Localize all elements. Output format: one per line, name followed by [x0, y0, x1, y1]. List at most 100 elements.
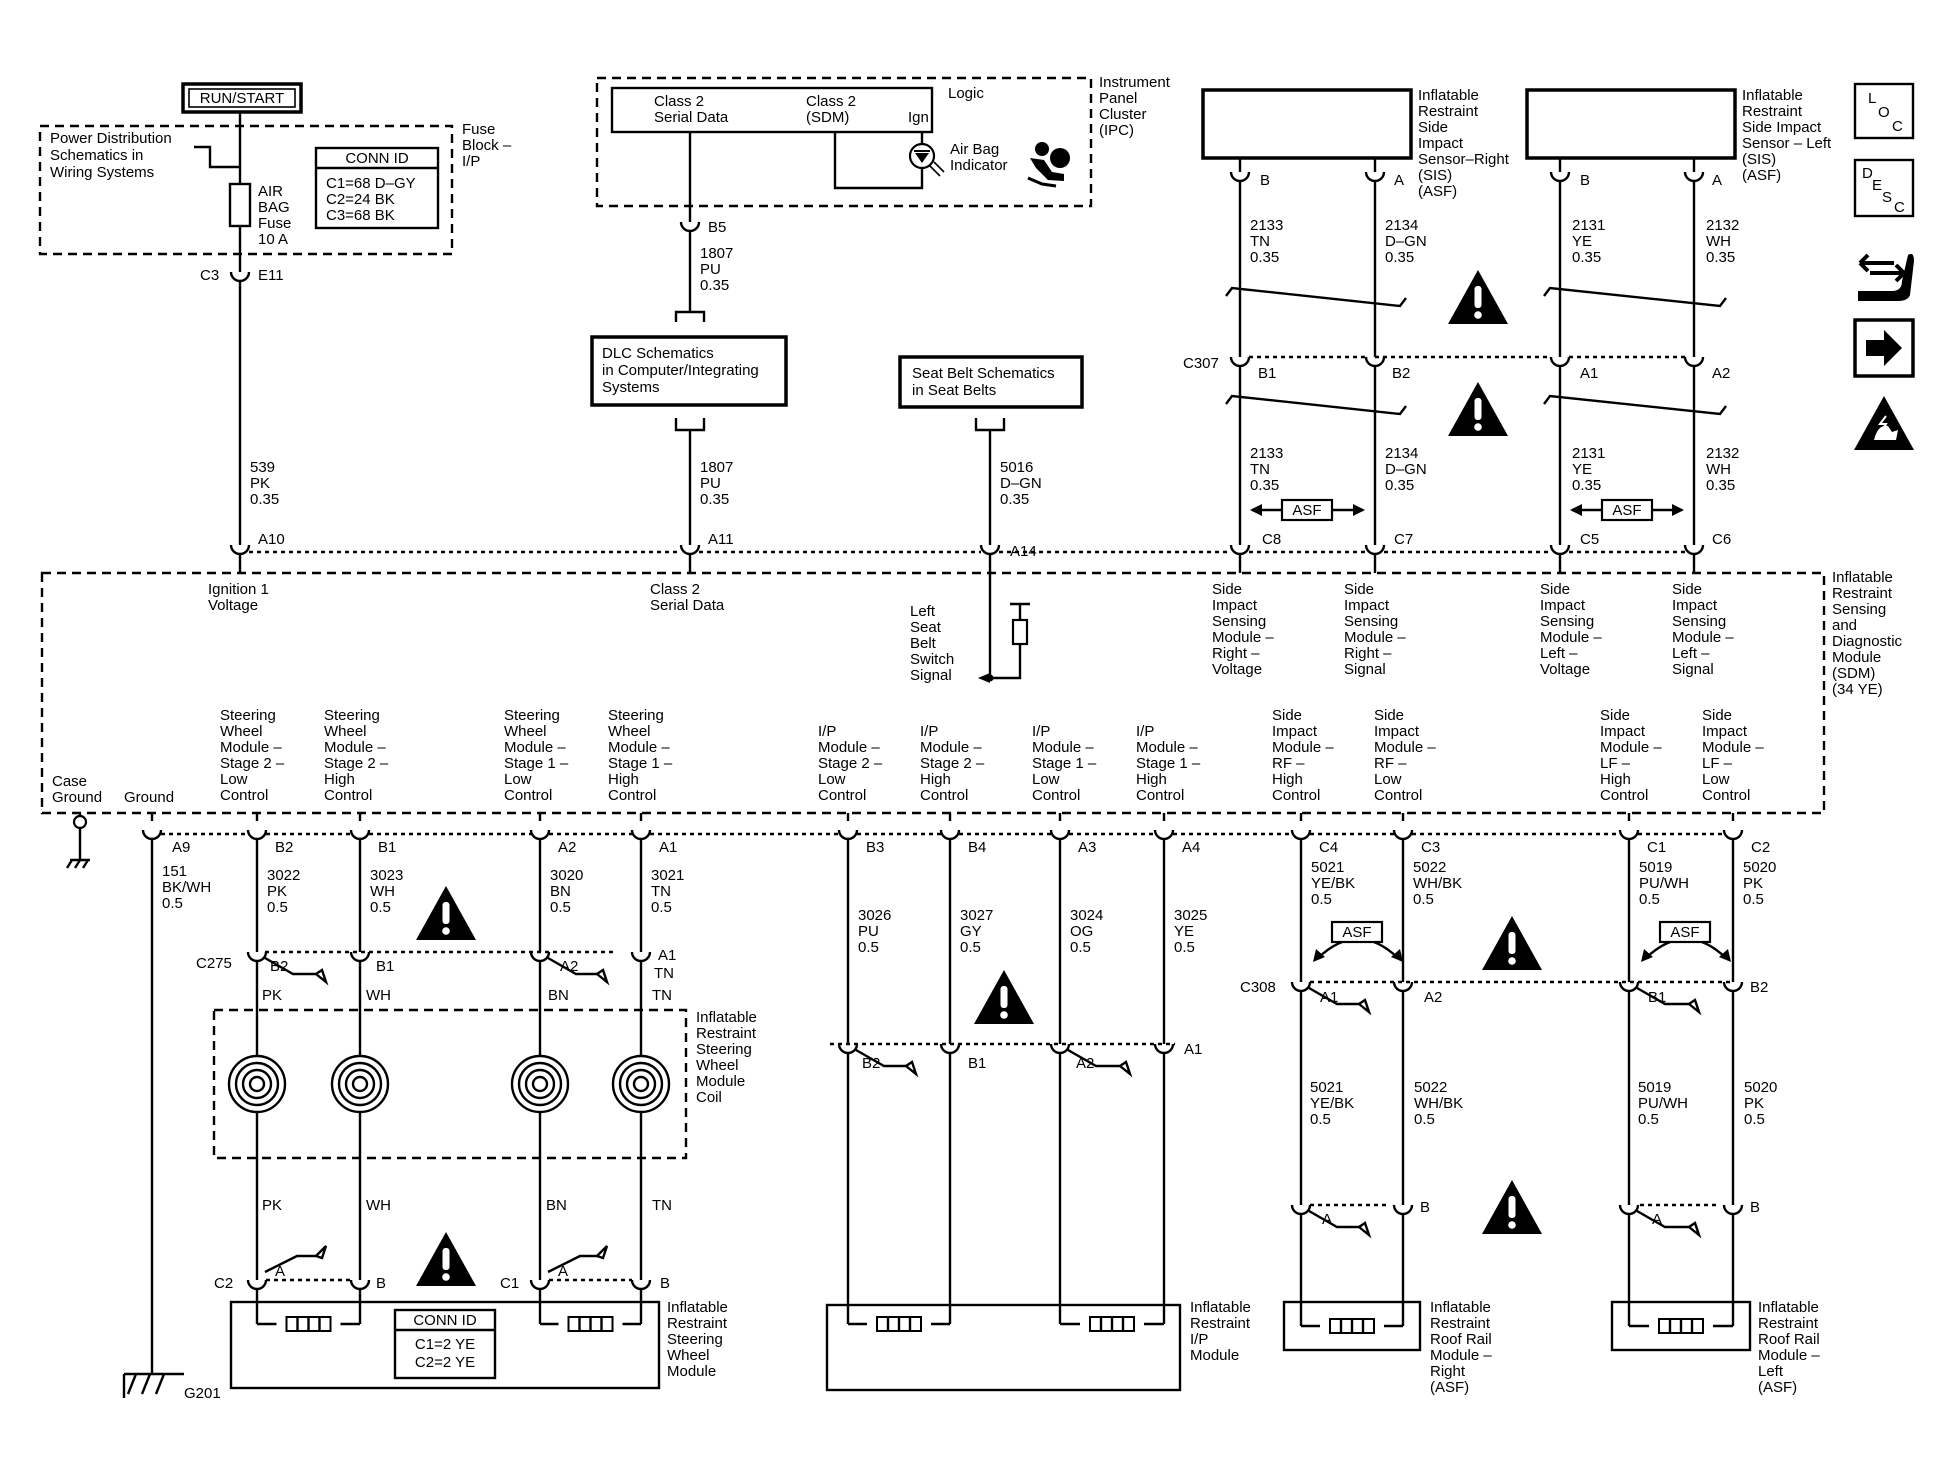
sdm-sw-label: Stage 2 – — [220, 755, 285, 772]
connector-terminal — [1618, 829, 1640, 841]
next-arrow-icon[interactable] — [1853, 318, 1915, 378]
wire-num: 3020 — [550, 867, 583, 884]
wire-color: PU/WH — [1639, 875, 1689, 892]
dlc-schematics-box[interactable]: DLC Schematics in Computer/Integrating S… — [590, 335, 788, 545]
fuse-label-4: 10 A — [258, 231, 288, 248]
sdm-ip-label: High — [920, 771, 951, 788]
c307-label: C307 — [1183, 355, 1219, 372]
swm-pin: A — [558, 1263, 568, 1280]
rr-right-pin: A — [1322, 1211, 1332, 1228]
conn-id-line: C2=24 BK — [326, 191, 395, 208]
sdm-ip-label: Stage 2 – — [818, 755, 883, 772]
sdm-sw-label: Steering — [324, 707, 380, 724]
wire-2132-color: WH — [1706, 233, 1731, 250]
sdm-case-ground-label: Case — [52, 773, 87, 790]
wire-2133-color: TN — [1250, 233, 1270, 250]
wire-num: 3027 — [960, 907, 993, 924]
loc-letter: L — [1868, 90, 1876, 107]
dlc-label: in Computer/Integrating — [602, 362, 759, 379]
sdm-pin: B1 — [378, 839, 396, 856]
rr-left-pin: A — [1652, 1211, 1662, 1228]
wire-539-num: 539 — [250, 459, 275, 476]
warning-icon[interactable] — [416, 1232, 476, 1286]
warning-icon[interactable] — [1482, 1180, 1542, 1234]
wire-2132-gauge: 0.35 — [1706, 477, 1735, 494]
wire-num: 3024 — [1070, 907, 1103, 924]
esd-warning-icon[interactable] — [1854, 396, 1914, 450]
c308-pin: B2 — [1750, 979, 1768, 996]
sis-left: Inflatable Restraint Side Impact Sensor … — [1375, 87, 1832, 548]
fuse-block: Power Distribution Schematics in Wiring … — [38, 112, 512, 272]
sdm-sis-label: Impact — [1212, 597, 1258, 614]
airbag-indicator-label: Indicator — [950, 157, 1008, 174]
sis-right-pin: A — [1394, 172, 1404, 189]
sdm-ip-label: Stage 1 – — [1136, 755, 1201, 772]
sdm-sis-label: Left – — [1540, 645, 1578, 662]
coil-title: Steering — [696, 1041, 752, 1058]
wire-5021-gauge: 0.5 — [1310, 1111, 1331, 1128]
rr-right-title: Inflatable — [1430, 1299, 1491, 1316]
sdm-sis-label: Left – — [1672, 645, 1710, 662]
ip-pin: B1 — [968, 1055, 986, 1072]
connector-terminal — [1049, 829, 1071, 841]
warning-icon[interactable] — [974, 970, 1034, 1024]
sdm-sw-label: Module – — [324, 739, 386, 756]
sdm-sw-label: Control — [220, 787, 268, 804]
c275-color: WH — [366, 987, 391, 1004]
sdm-sis-label: Module – — [1212, 629, 1274, 646]
wire-color: GY — [960, 923, 982, 940]
connector-terminal — [630, 829, 652, 841]
connector-terminal — [349, 951, 371, 963]
sdm-seatbelt-label: Seat — [910, 619, 942, 636]
warning-icon[interactable] — [1448, 382, 1508, 436]
pds-line-1: Power Distribution — [50, 130, 172, 147]
shorting-bar — [1636, 986, 1689, 1006]
wire-5019-gauge: 0.5 — [1638, 1111, 1659, 1128]
wire-5020-gauge: 0.5 — [1744, 1111, 1765, 1128]
sdm-pin: A4 — [1182, 839, 1200, 856]
sdm-sw-label: Wheel — [324, 723, 367, 740]
connector-terminal — [141, 829, 163, 841]
sdm-sw-label: High — [608, 771, 639, 788]
warning-icon[interactable] — [1448, 270, 1508, 324]
shorting-bar-contact — [594, 1245, 609, 1260]
loc-icon[interactable]: L O C — [1853, 82, 1915, 140]
twisted-pair-marker — [1543, 394, 1727, 416]
sdm-ip-label: I/P — [1136, 723, 1154, 740]
wire-gauge: 0.5 — [858, 939, 879, 956]
warning-icon[interactable] — [1482, 916, 1542, 970]
sdm-rf-label: RF – — [1374, 755, 1407, 772]
c275-tn-label: TN — [654, 965, 674, 982]
c275-pin: A2 — [560, 958, 578, 975]
wire-2134-color: D–GN — [1385, 461, 1427, 478]
connector-terminal — [349, 1279, 371, 1291]
seat-belt-schematics-box[interactable]: Seat Belt Schematics in Seat Belts 5016 … — [898, 355, 1084, 545]
asf-tag-left: ASF — [1641, 920, 1731, 962]
sdm-title: and — [1832, 617, 1857, 634]
ip-module: B2 B1 A2 A1 Inflatable Restraint I/P Mod… — [825, 1041, 1251, 1392]
wire-gauge: 0.5 — [1743, 891, 1764, 908]
connector-terminal — [939, 829, 961, 841]
sdm-rf-label: RF – — [1272, 755, 1305, 772]
sdm-rf-label: Control — [1272, 787, 1320, 804]
coil-color: TN — [652, 1197, 672, 1214]
wire-num: 3025 — [1174, 907, 1207, 924]
instrument-panel-cluster: Class 2 Serial Data Class 2 (SDM) Ign Lo… — [595, 74, 1171, 322]
sdm-pin: B4 — [968, 839, 986, 856]
sdm-sis-label: Sensing — [1672, 613, 1726, 630]
sis-right-title: Inflatable — [1418, 87, 1479, 104]
sdm-sis-label: Side — [1672, 581, 1702, 598]
warning-icon[interactable] — [416, 886, 476, 940]
twisted-pair-marker — [1225, 286, 1407, 308]
fuse-label-2: BAG — [258, 199, 290, 216]
swm-c1-label: C1 — [500, 1275, 519, 1292]
sdm-sis-label: Side — [1540, 581, 1570, 598]
desc-icon[interactable]: D E S C — [1853, 158, 1915, 218]
shorting-bar-contact — [1356, 1221, 1372, 1239]
connector-exchange-icon[interactable] — [1858, 253, 1914, 301]
wire-2132-gauge: 0.35 — [1706, 249, 1735, 266]
sdm-sis-label: Right – — [1344, 645, 1392, 662]
sdm-pin: C5 — [1580, 531, 1599, 548]
ip-pin: A1 — [1184, 1041, 1202, 1058]
sdm-ground-label: Ground — [124, 789, 174, 806]
